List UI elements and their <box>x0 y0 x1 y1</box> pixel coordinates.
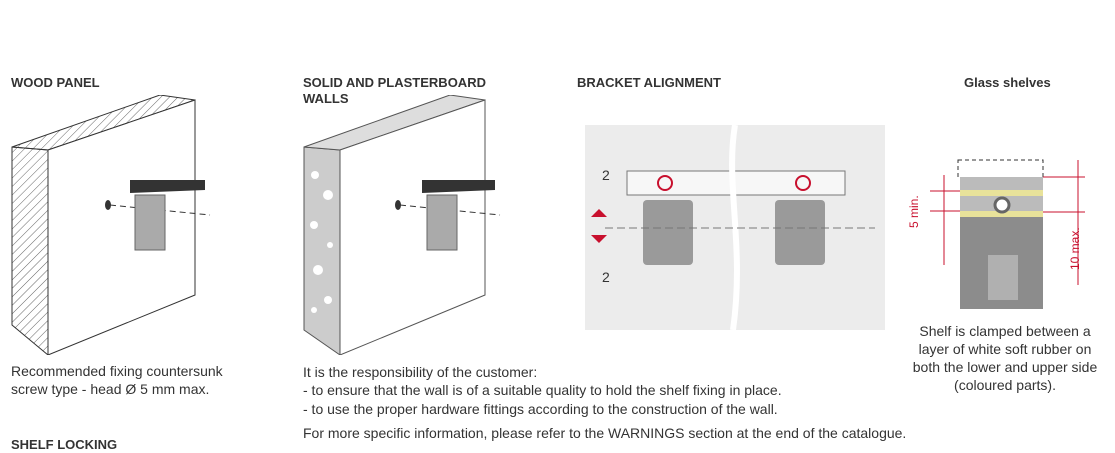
min-dimension-label: 5 min. <box>907 195 921 228</box>
solid-line4: For more specific information, please re… <box>303 425 907 441</box>
caption-line: (coloured parts). <box>954 377 1056 393</box>
alignment-bottom-value: 2 <box>602 269 610 285</box>
wood-panel-illustration <box>11 95 211 355</box>
wood-caption: Recommended fixing countersunk screw type… <box>11 362 223 398</box>
caption-line: layer of white soft rubber on <box>918 341 1092 357</box>
alignment-top-value: 2 <box>602 167 610 183</box>
shelf-locking-title: SHELF LOCKING <box>11 437 118 452</box>
bracket-alignment-illustration <box>585 125 885 330</box>
solid-line3: - to use the proper hardware fittings ac… <box>303 401 778 417</box>
glass-caption: Shelf is clamped between a layer of whit… <box>895 322 1115 394</box>
caption-line: Shelf is clamped between a <box>919 323 1091 339</box>
glass-clamp-illustration <box>930 159 1085 309</box>
caption-line: both the lower and upper side <box>912 359 1098 375</box>
bracket-alignment-title: BRACKET ALIGNMENT <box>577 75 721 90</box>
solid-line1: It is the responsibility of the customer… <box>303 364 538 380</box>
solid-wall-illustration <box>303 95 501 355</box>
max-dimension-label: 10 max. <box>1068 227 1082 270</box>
caption-line: screw type - head Ø 5 mm max. <box>11 381 210 397</box>
solid-line2: - to ensure that the wall is of a suitab… <box>303 382 782 398</box>
glass-shelves-title: Glass shelves <box>964 75 1051 90</box>
caption-line: Recommended fixing countersunk <box>11 363 223 379</box>
wood-panel-title: WOOD PANEL <box>11 75 100 90</box>
title-line: SOLID AND PLASTERBOARD <box>303 75 486 90</box>
title-line: WALLS <box>303 91 349 106</box>
